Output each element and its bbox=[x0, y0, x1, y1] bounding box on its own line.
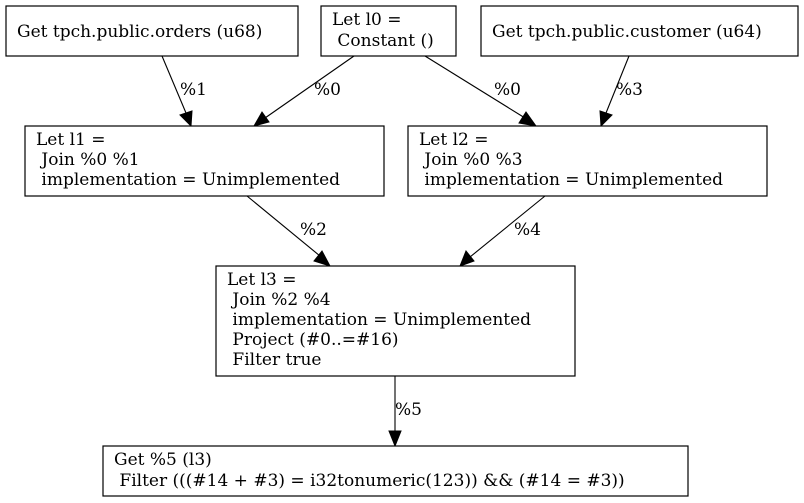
edge-label: %0 bbox=[494, 80, 521, 100]
node-let-l0: Let l0 = Constant () bbox=[320, 5, 457, 57]
edge-l2-to-l3: %4 bbox=[459, 195, 546, 267]
edge-l3-to-get-l3: %5 bbox=[388, 376, 422, 448]
edge-l0-to-l1: %0 bbox=[252, 55, 355, 127]
node-label: implementation = Unimplemented bbox=[36, 170, 340, 190]
node-get-l3: Get %5 (l3) Filter (((#14 + #3) = i32ton… bbox=[102, 445, 689, 497]
edge-label: %0 bbox=[314, 80, 341, 100]
edge-l1-to-l3: %2 bbox=[246, 195, 332, 267]
edge-customer-to-l2: %3 bbox=[599, 55, 643, 128]
node-label: implementation = Unimplemented bbox=[227, 310, 531, 330]
node-label: Join %2 %4 bbox=[227, 290, 331, 310]
node-label: Filter (((#14 + #3) = i32tonumeric(123))… bbox=[114, 471, 625, 491]
edge-label: %1 bbox=[180, 80, 207, 100]
node-label: Let l0 = bbox=[332, 10, 402, 30]
edge-label: %4 bbox=[514, 220, 541, 240]
node-get-orders: Get tpch.public.orders (u68) bbox=[5, 5, 299, 57]
node-label: implementation = Unimplemented bbox=[419, 170, 723, 190]
node-let-l2: Let l2 = Join %0 %3 implementation = Uni… bbox=[407, 125, 768, 197]
node-label: Get tpch.public.orders (u68) bbox=[17, 22, 262, 42]
node-label: Filter true bbox=[227, 350, 321, 370]
node-label: Project (#0..=#16) bbox=[227, 330, 399, 350]
edge-label: %3 bbox=[616, 80, 643, 100]
edge-l0-to-l2: %0 bbox=[424, 55, 538, 127]
node-label: Let l1 = bbox=[36, 130, 106, 150]
edge-orders-to-l1: %1 bbox=[161, 55, 207, 128]
node-label: Let l3 = bbox=[227, 270, 297, 290]
edge-label: %5 bbox=[395, 400, 422, 420]
edge-label: %2 bbox=[300, 220, 327, 240]
node-label: Get tpch.public.customer (u64) bbox=[492, 22, 762, 42]
node-label: Join %0 %3 bbox=[419, 150, 523, 170]
node-get-customer: Get tpch.public.customer (u64) bbox=[480, 5, 799, 57]
node-label: Constant () bbox=[332, 31, 434, 51]
node-let-l3: Let l3 = Join %2 %4 implementation = Uni… bbox=[215, 265, 576, 377]
node-label: Join %0 %1 bbox=[36, 150, 140, 170]
node-label: Get %5 (l3) bbox=[114, 450, 212, 470]
node-label: Let l2 = bbox=[419, 130, 489, 150]
node-let-l1: Let l1 = Join %0 %1 implementation = Uni… bbox=[24, 125, 385, 197]
